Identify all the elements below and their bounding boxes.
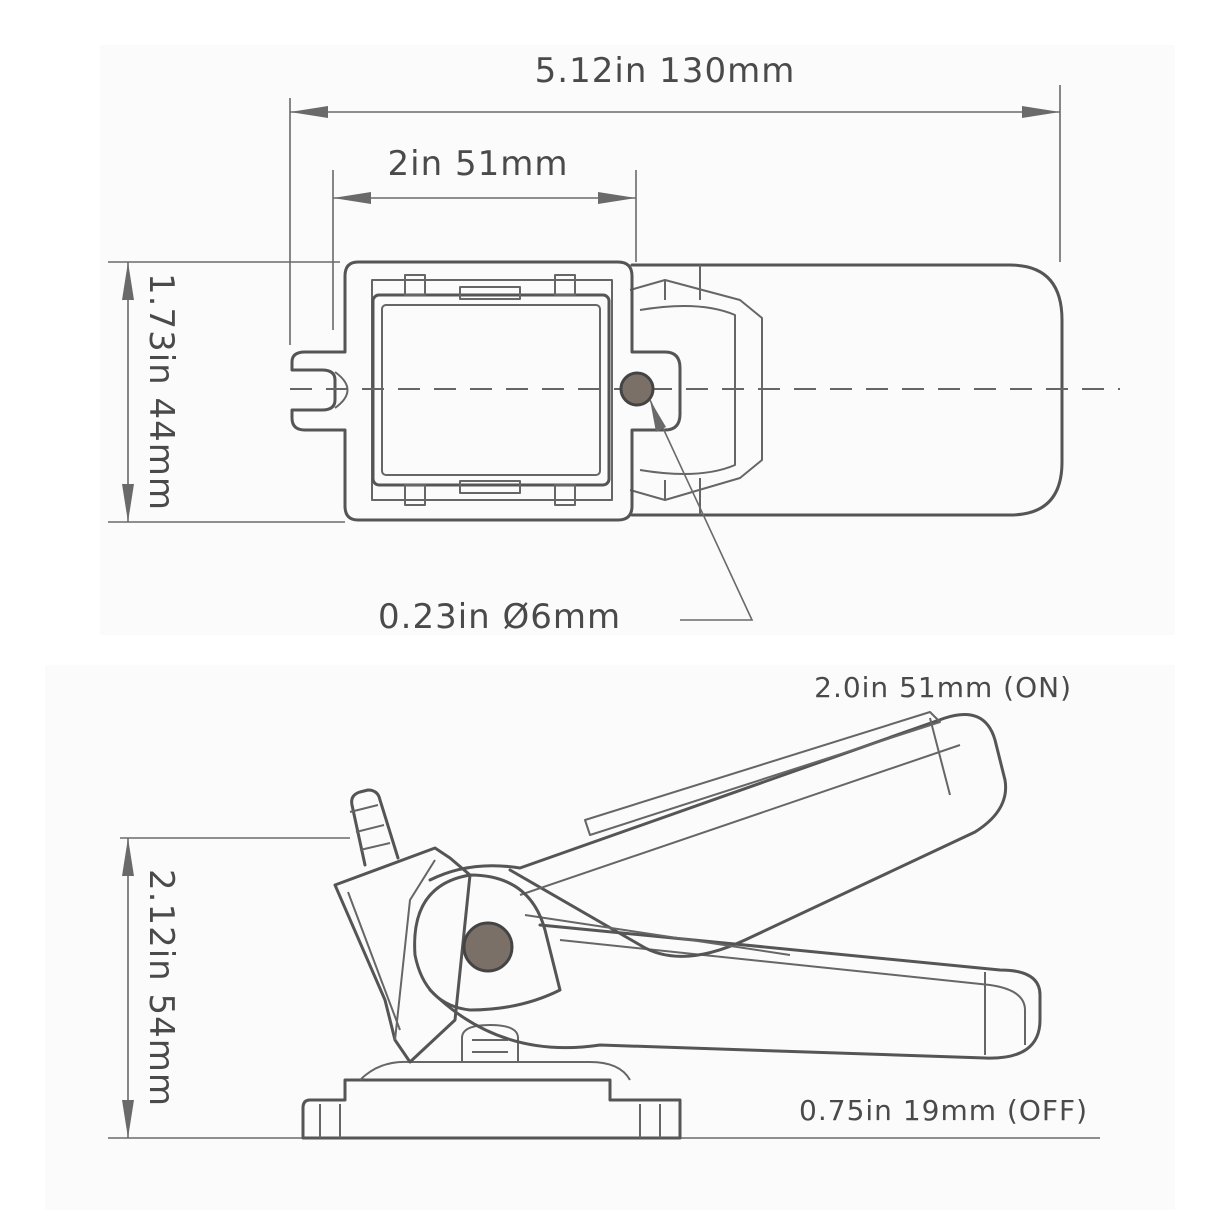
top-height-dimension: 1.73in 44mm [108,261,345,523]
float-arm-on [428,711,1008,958]
side-height-dimension: 2.12in 54mm [108,837,1100,1139]
housing-width-dimension: 2in 51mm [332,144,637,330]
side-view: 2.12in 54mm 2.0in 51mm (ON) 0.75in 19mm … [108,671,1100,1140]
float-arm-off [428,923,1042,1060]
pivot-hole-top [619,371,655,407]
top-height-label: 1.73in 44mm [141,273,181,511]
pivot-head [413,873,562,1012]
pivot-hole-side [462,921,514,973]
off-level-label: 0.75in 19mm (OFF) [799,1094,1088,1127]
hole-diameter-callout: 0.23in Ø6mm [378,399,754,637]
top-view-panel [100,45,1175,635]
hose-barb [349,788,400,867]
base-foot-side [301,1024,682,1140]
top-view: 5.12in 130mm 2in 51mm 1.73in 44mm [108,51,1120,637]
on-level-label: 2.0in 51mm (ON) [814,671,1072,704]
side-height-label: 2.12in 54mm [141,869,181,1107]
overall-length-dimension: 5.12in 130mm [289,51,1061,345]
overall-length-label: 5.12in 130mm [535,51,796,91]
mount-body-side [333,846,472,1064]
side-view-panel [45,665,1175,1210]
hole-diameter-label: 0.23in Ø6mm [378,597,621,637]
housing-width-label: 2in 51mm [388,144,569,184]
